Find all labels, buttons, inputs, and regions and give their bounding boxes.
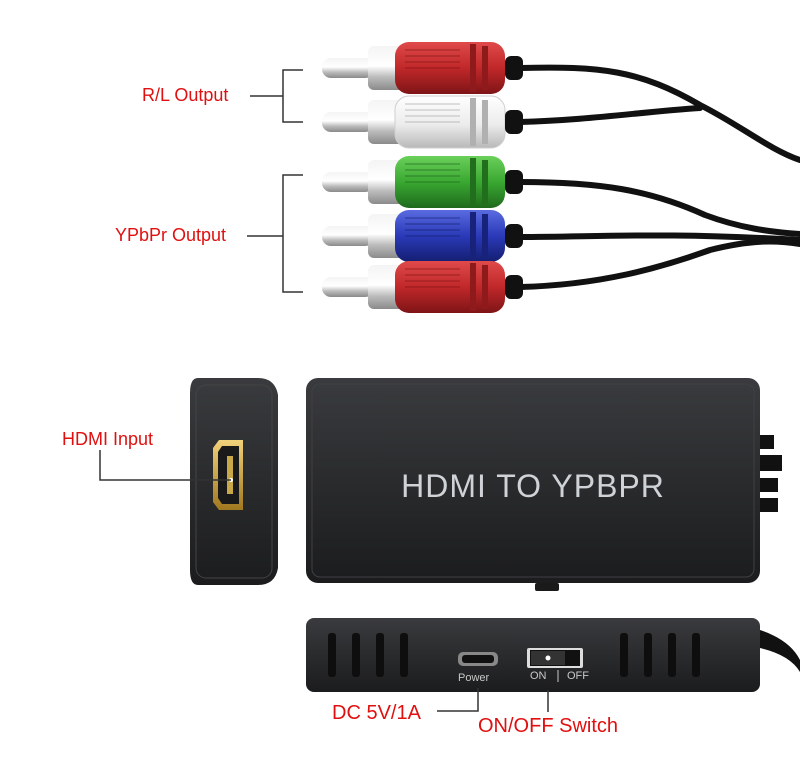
hdmi-input-callout-line <box>99 450 231 481</box>
power-port-label: Power <box>458 672 490 684</box>
rca-plug-red-audio <box>322 42 523 94</box>
dc-callout-line <box>437 688 479 712</box>
cables <box>517 64 800 290</box>
dc-power-label: DC 5V/1A <box>332 702 421 724</box>
power-port-icon <box>458 652 498 666</box>
rca-plug-green-y <box>322 156 523 208</box>
onoff-switch-icon <box>527 648 583 682</box>
ypbpr-output-label: YPbPr Output <box>115 225 227 245</box>
rca-plug-blue-pb <box>322 210 523 262</box>
device-title: HDMI TO YPBPR <box>401 468 665 504</box>
converter-back-panel <box>306 618 800 692</box>
rl-output-label: R/L Output <box>142 85 229 105</box>
rca-plug-red-pr <box>322 261 523 313</box>
vent-slots-right <box>620 633 700 677</box>
ypbpr-output-bracket <box>247 174 303 293</box>
hdmi-input-label: HDMI Input <box>62 429 154 449</box>
rl-output-bracket <box>250 69 303 123</box>
vent-slots-left <box>328 633 408 677</box>
onoff-switch-label: ON/OFF Switch <box>478 715 619 737</box>
rca-plug-white-audio <box>322 95 523 149</box>
switch-on-label: ON <box>530 670 547 682</box>
hdmi-port-icon <box>213 440 243 510</box>
switch-off-label: OFF <box>567 670 589 682</box>
converter-body <box>306 378 782 591</box>
hdmi-input-panel <box>190 378 278 585</box>
